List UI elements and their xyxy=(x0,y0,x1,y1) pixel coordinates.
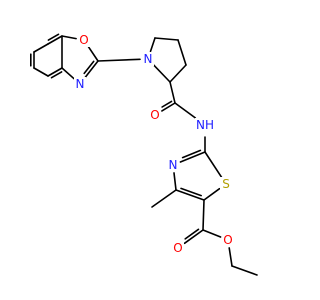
thiazole-nitrogen-atom-background xyxy=(167,158,179,172)
double-bond-b1-b2 xyxy=(47,33,60,41)
amide-oxygen-atom-background xyxy=(149,108,161,122)
double-bond-b1-b2 xyxy=(47,35,63,45)
double-bond-Cam-Oam xyxy=(161,100,173,108)
double-bond-C4t-C5t xyxy=(180,187,202,197)
single-bond-pC-pD xyxy=(169,64,187,83)
single-bond-C5t-St xyxy=(203,187,221,201)
single-bond-Oeth-E1 xyxy=(228,247,233,267)
amide-oxygen-atom: O xyxy=(150,108,159,122)
single-bond-pD-Cam xyxy=(169,81,176,104)
pyrrolidine-nitrogen-atom-background xyxy=(142,52,154,66)
double-bond-b3-b4 xyxy=(50,71,63,79)
double-bond-b3-b4 xyxy=(47,67,63,77)
single-bond-E1-E2 xyxy=(231,265,258,276)
ester-ether-oxygen-atom: O xyxy=(223,233,232,247)
double-bond-C2-Nbx xyxy=(84,60,99,79)
double-bond-Ct-Nt xyxy=(181,149,202,159)
single-bond-b2-Obx xyxy=(61,35,77,40)
thiazole-sulfur-atom-background xyxy=(220,177,232,191)
single-bond-b6-b1 xyxy=(33,43,49,53)
double-bond-Cam-Oam xyxy=(161,102,176,112)
thiazole-sulfur-atom: S xyxy=(222,177,230,191)
single-bond-St-Ct xyxy=(204,151,223,179)
double-bond-Cest-Ocar xyxy=(183,229,204,245)
single-bond-Np-pA xyxy=(149,37,156,53)
benzoxazole-oxygen-atom-background xyxy=(78,33,90,47)
ester-carbonyl-oxygen-atom-background xyxy=(172,241,184,255)
single-bond-b4-b5 xyxy=(33,67,49,77)
benzoxazole-nitrogen-atom-background xyxy=(74,77,86,91)
pyrrolidine-nitrogen-atom: N xyxy=(144,52,153,66)
amide-nh-group-background xyxy=(195,118,215,132)
amide-nh-group: NH xyxy=(196,118,214,132)
benzoxazole-nitrogen-atom: N xyxy=(76,77,85,91)
bond-layer xyxy=(29,33,258,276)
single-bond-pA-pB xyxy=(154,37,179,41)
double-bond-C4t-C5t xyxy=(175,189,205,201)
molecule-structure: O N N O NH N S O O xyxy=(29,33,258,276)
thiazole-nitrogen-atom: N xyxy=(169,158,178,172)
atom-label-layer: O N N O NH N S O O xyxy=(74,33,234,255)
single-bond-C4t-Me xyxy=(151,189,177,208)
single-bond-Cest-Oeth xyxy=(202,229,222,238)
double-bond-Cest-Ocar xyxy=(184,228,200,240)
single-bond-pD-Np xyxy=(152,64,171,83)
double-bond-Ct-Nt xyxy=(179,151,206,163)
benzoxazole-oxygen-atom: O xyxy=(79,33,88,47)
ester-carbonyl-oxygen-atom: O xyxy=(173,241,182,255)
single-bond-C5t-Cest xyxy=(202,199,205,231)
single-bond-Obx-C2 xyxy=(87,45,99,62)
single-bond-C2-Np xyxy=(97,58,141,62)
ester-ether-oxygen-atom-background xyxy=(222,233,234,247)
single-bond-Cam-NH xyxy=(174,102,197,119)
double-bond-C2-Nbx xyxy=(83,60,95,75)
single-bond-pB-pC xyxy=(177,39,187,66)
single-bond-Nbx-b3 xyxy=(61,67,75,80)
single-bond-Nt-C4t xyxy=(173,172,177,191)
